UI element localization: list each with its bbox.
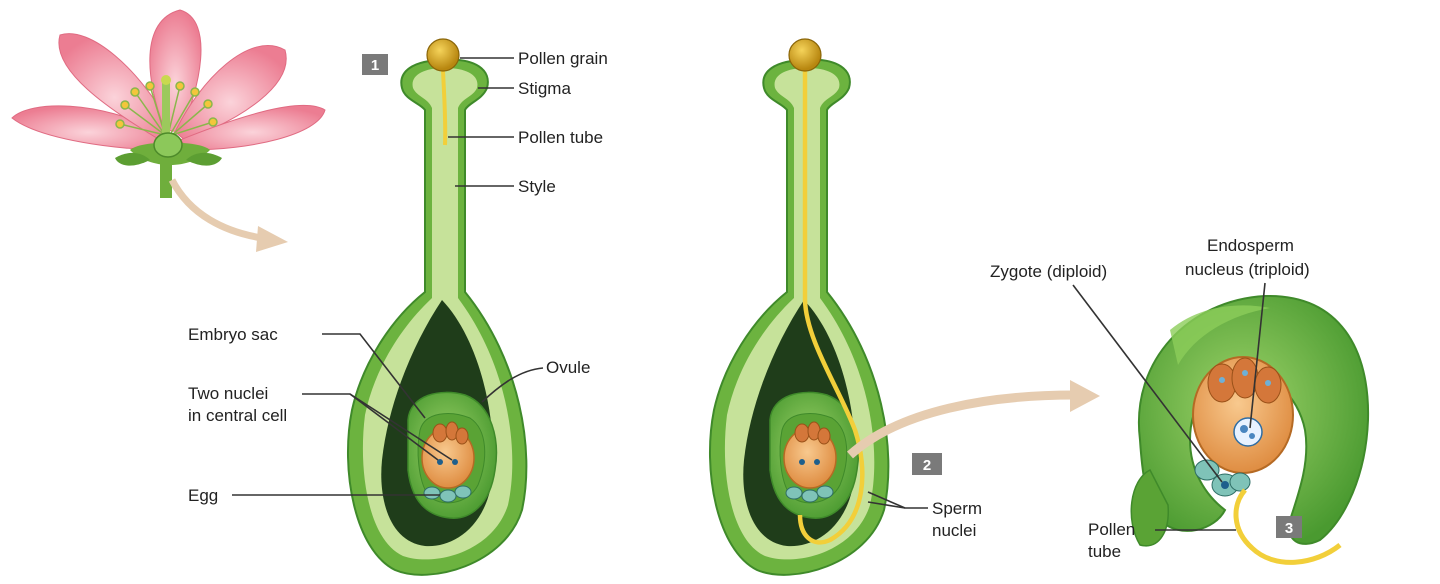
leader-embryo-sac <box>322 333 426 419</box>
leader-sperm-b <box>867 501 906 509</box>
flower-to-pistil-arrow <box>168 178 288 252</box>
step-2-number: 2 <box>923 457 931 474</box>
fertilized-ovule <box>1130 294 1370 565</box>
leader-endosperm <box>1249 282 1266 429</box>
label-ovule: Ovule <box>546 358 590 377</box>
leader-zygote <box>1072 284 1223 483</box>
labels-stage-3: Zygote (diploid) Endosperm nucleus (trip… <box>990 236 1310 561</box>
label-sperm-line2: nuclei <box>932 521 976 540</box>
label-two-nuclei-line1: Two nuclei <box>188 384 268 403</box>
flower-illustration <box>11 9 326 198</box>
pistil-stage-1 <box>346 38 528 576</box>
step-3-badge <box>1276 516 1302 538</box>
leader-ovule <box>481 367 544 403</box>
zoom-arrow <box>846 380 1100 459</box>
label-pollen-tube-3-line2: tube <box>1088 542 1121 561</box>
label-pollen-tube: Pollen tube <box>518 128 603 147</box>
ovule-stage-2 <box>769 391 860 519</box>
leader-two-nuclei-b <box>349 393 453 461</box>
step-2-badge <box>912 453 942 475</box>
label-style: Style <box>518 177 556 196</box>
label-egg: Egg <box>188 486 218 505</box>
label-sperm-line1: Sperm <box>932 499 982 518</box>
step-1-number: 1 <box>371 57 379 74</box>
ovule-stage-1 <box>407 391 498 519</box>
label-stigma: Stigma <box>518 79 571 98</box>
pistil-stage-2 <box>708 38 890 576</box>
label-zygote: Zygote (diploid) <box>990 262 1107 281</box>
label-endosperm-line1: Endosperm <box>1207 236 1294 255</box>
label-pollen-tube-3-line1: Pollen <box>1088 520 1135 539</box>
labels-stage-2: Sperm nuclei <box>867 491 982 540</box>
label-embryo-sac: Embryo sac <box>188 325 278 344</box>
label-two-nuclei-line2: in central cell <box>188 406 287 425</box>
label-pollen-grain: Pollen grain <box>518 49 608 68</box>
label-endosperm-line2: nucleus (triploid) <box>1185 260 1310 279</box>
step-3-number: 3 <box>1285 520 1293 537</box>
labels-stage-1: Pollen grain Stigma Pollen tube Style Em… <box>188 49 608 505</box>
step-1-badge <box>362 54 388 75</box>
